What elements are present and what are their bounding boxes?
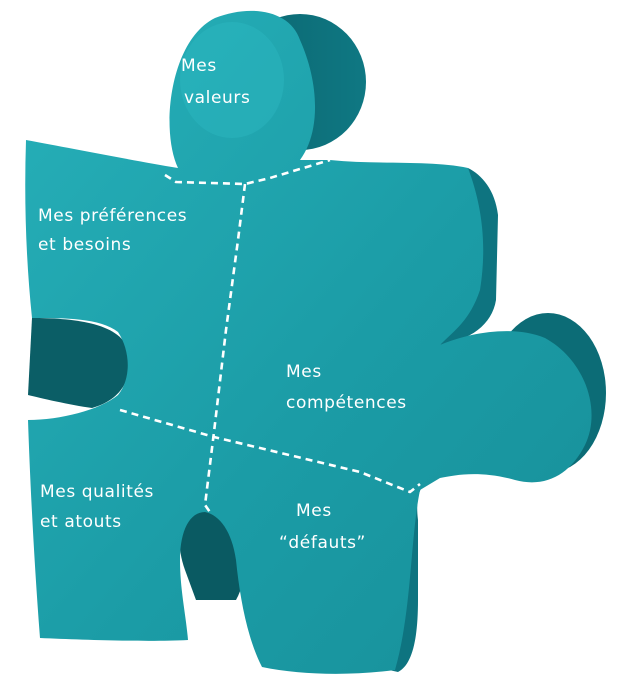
label-valeurs-line1: Mes [181, 56, 217, 76]
label-competences: Mes compétences [286, 362, 407, 413]
label-defauts: Mes “défauts” [279, 501, 366, 553]
label-qualites-line1: Mes qualités [40, 482, 154, 502]
label-competences-line1: Mes [286, 362, 322, 382]
label-qualites-atouts: Mes qualités et atouts [40, 482, 160, 532]
divider-vertical [203, 183, 247, 516]
label-defauts-line2: “défauts” [279, 533, 366, 553]
divider-horizontal [119, 408, 421, 494]
label-qualites-line2: et atouts [40, 512, 122, 532]
section-dividers [119, 158, 421, 516]
top-knob-highlight [180, 22, 284, 138]
label-competences-line2: compétences [286, 393, 407, 413]
label-preferences-besoins: Mes préférences et besoins [38, 206, 193, 255]
label-defauts-line1: Mes [296, 501, 332, 521]
label-valeurs: Mes valeurs [181, 56, 250, 108]
label-valeurs-line2: valeurs [184, 88, 250, 108]
label-preferences-line2: et besoins [38, 235, 131, 255]
left-notch-side [28, 318, 130, 408]
label-preferences-line1: Mes préférences [38, 206, 187, 226]
